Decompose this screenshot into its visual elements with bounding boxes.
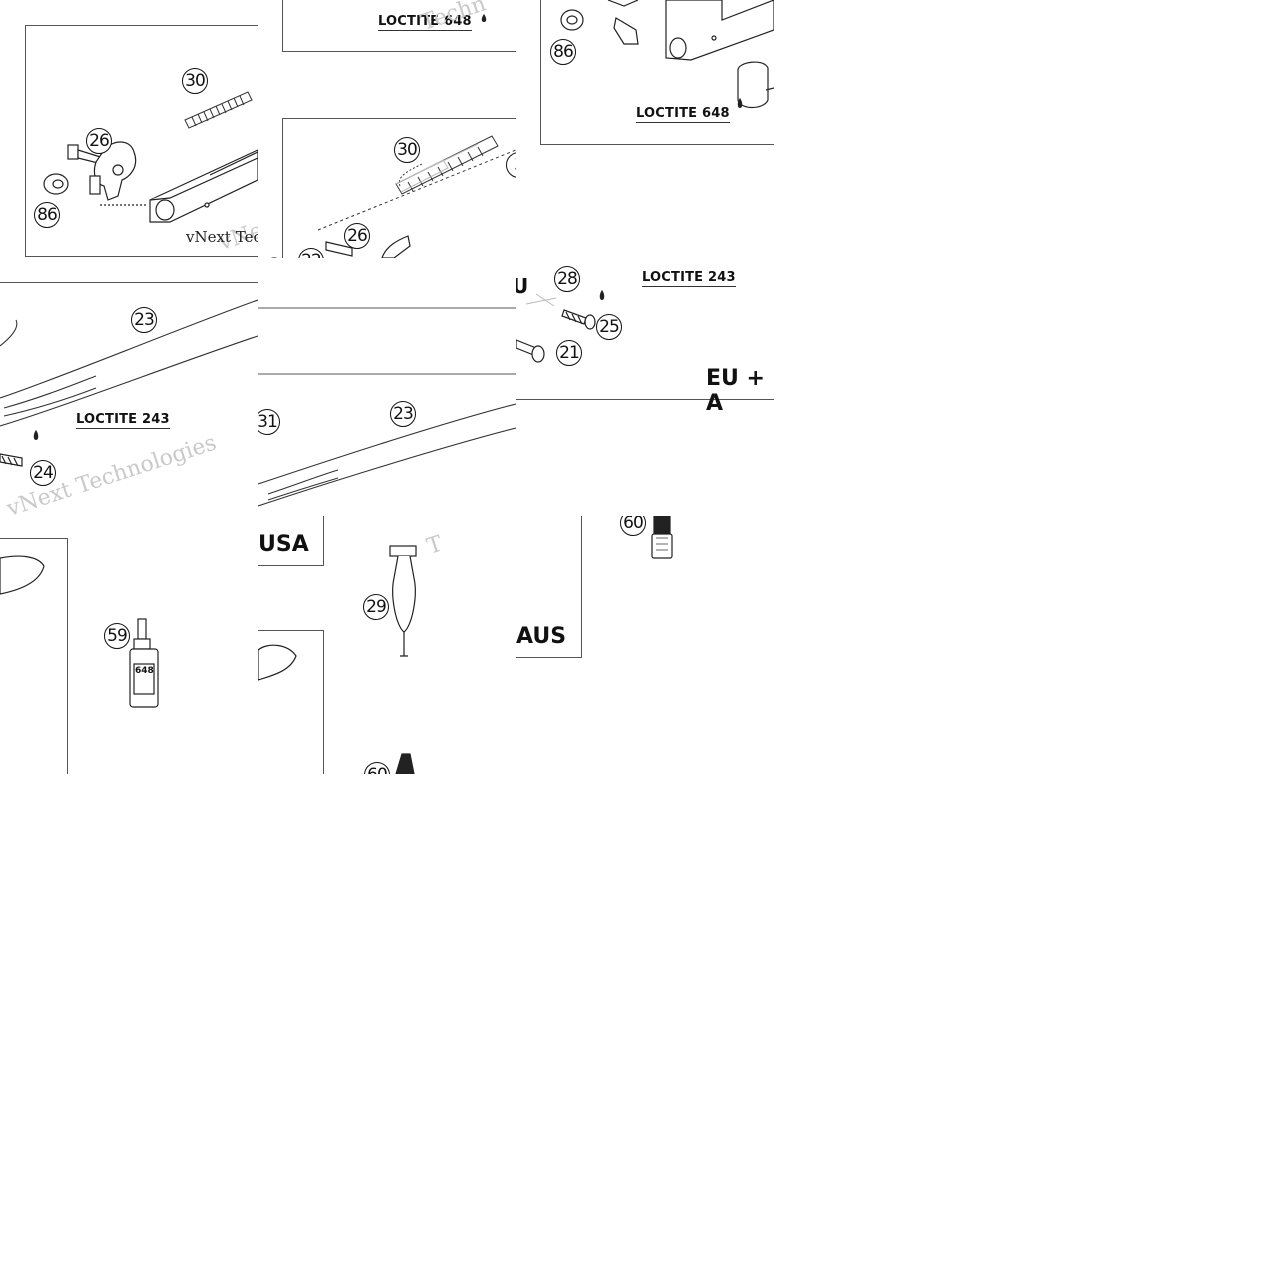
tile-kickstand-pivot-left: 30 26 86 vNext Technologies vNext Techno…: [0, 0, 258, 258]
detail-frame: [0, 282, 258, 516]
loctite-243-label: LOCTITE 243: [76, 412, 170, 429]
detail-frame: [258, 630, 324, 774]
callout-23: 23: [131, 307, 157, 333]
grease-bottle-drawing: [651, 516, 673, 559]
tile-kickstand-eu-bolts: 28 LOCTITE 243 25 21 EU + A U: [516, 258, 774, 516]
callout-23: 23: [390, 401, 416, 427]
pivot-bracket-drawing: [43, 91, 258, 223]
eu-bracket-drawing: [560, 0, 774, 109]
callout-60: 60: [620, 516, 646, 536]
tile-accessory-usa: USA 29 60 T: [258, 516, 516, 774]
bottle-label: 648: [135, 666, 154, 676]
region-label-eu: EU + A: [706, 366, 765, 416]
tile-kickstand-arm-center: 31 23: [258, 258, 516, 516]
loctite-bottle-drawing: [0, 555, 159, 708]
region-label-usa: USA: [258, 532, 309, 557]
callout-31: 31: [258, 409, 280, 435]
eu-bolts-drawing: [516, 290, 605, 363]
detail-frame: [516, 516, 582, 658]
detail-frame: [25, 25, 258, 257]
accessory-drawing: [258, 545, 417, 774]
callout-25: 25: [596, 314, 622, 340]
callout-30: 30: [394, 137, 420, 163]
arm-drawing: [0, 299, 258, 467]
detail-frame: [282, 118, 516, 258]
tile-kickstand-eu: 86 LOCTITE 648: [516, 0, 774, 258]
callout-21: 21: [556, 340, 582, 366]
callout-30: 30: [182, 68, 208, 94]
spring-drawing: [270, 14, 516, 258]
callout-59: 59: [104, 623, 130, 649]
detail-frame: [282, 0, 516, 52]
callout-86: 86: [550, 39, 576, 65]
detail-frame: [258, 516, 324, 566]
region-label-aus: AUS: [516, 624, 567, 649]
callout-24: 24: [30, 460, 56, 486]
callout-29: 29: [363, 594, 389, 620]
watermark-dark: vNext Technologies: [186, 228, 258, 246]
loctite-648-label: LOCTITE 648: [378, 14, 472, 31]
loctite-243-label: LOCTITE 243: [642, 270, 736, 287]
callout-26: 26: [86, 128, 112, 154]
region-label-partial: U: [516, 274, 529, 298]
detail-frame: [540, 0, 774, 145]
detail-frame: [0, 538, 68, 774]
tile-accessory-loctite: 59 648: [0, 516, 258, 774]
tile-accessory-aus: 60 AUS: [516, 516, 774, 774]
detail-frame: [516, 258, 774, 400]
arm-center-drawing: [258, 307, 516, 507]
callout-28: 28: [554, 266, 580, 292]
callout-86: 86: [34, 202, 60, 228]
callout-26: 26: [344, 223, 370, 249]
loctite-648-label: LOCTITE 648: [636, 106, 730, 123]
tile-kickstand-spring-center: LOCTITE 648 30 26 22 3 Techn: [258, 0, 516, 258]
tile-kickstand-arm-left: 23 LOCTITE 243 24 vNext Technologies: [0, 258, 258, 516]
